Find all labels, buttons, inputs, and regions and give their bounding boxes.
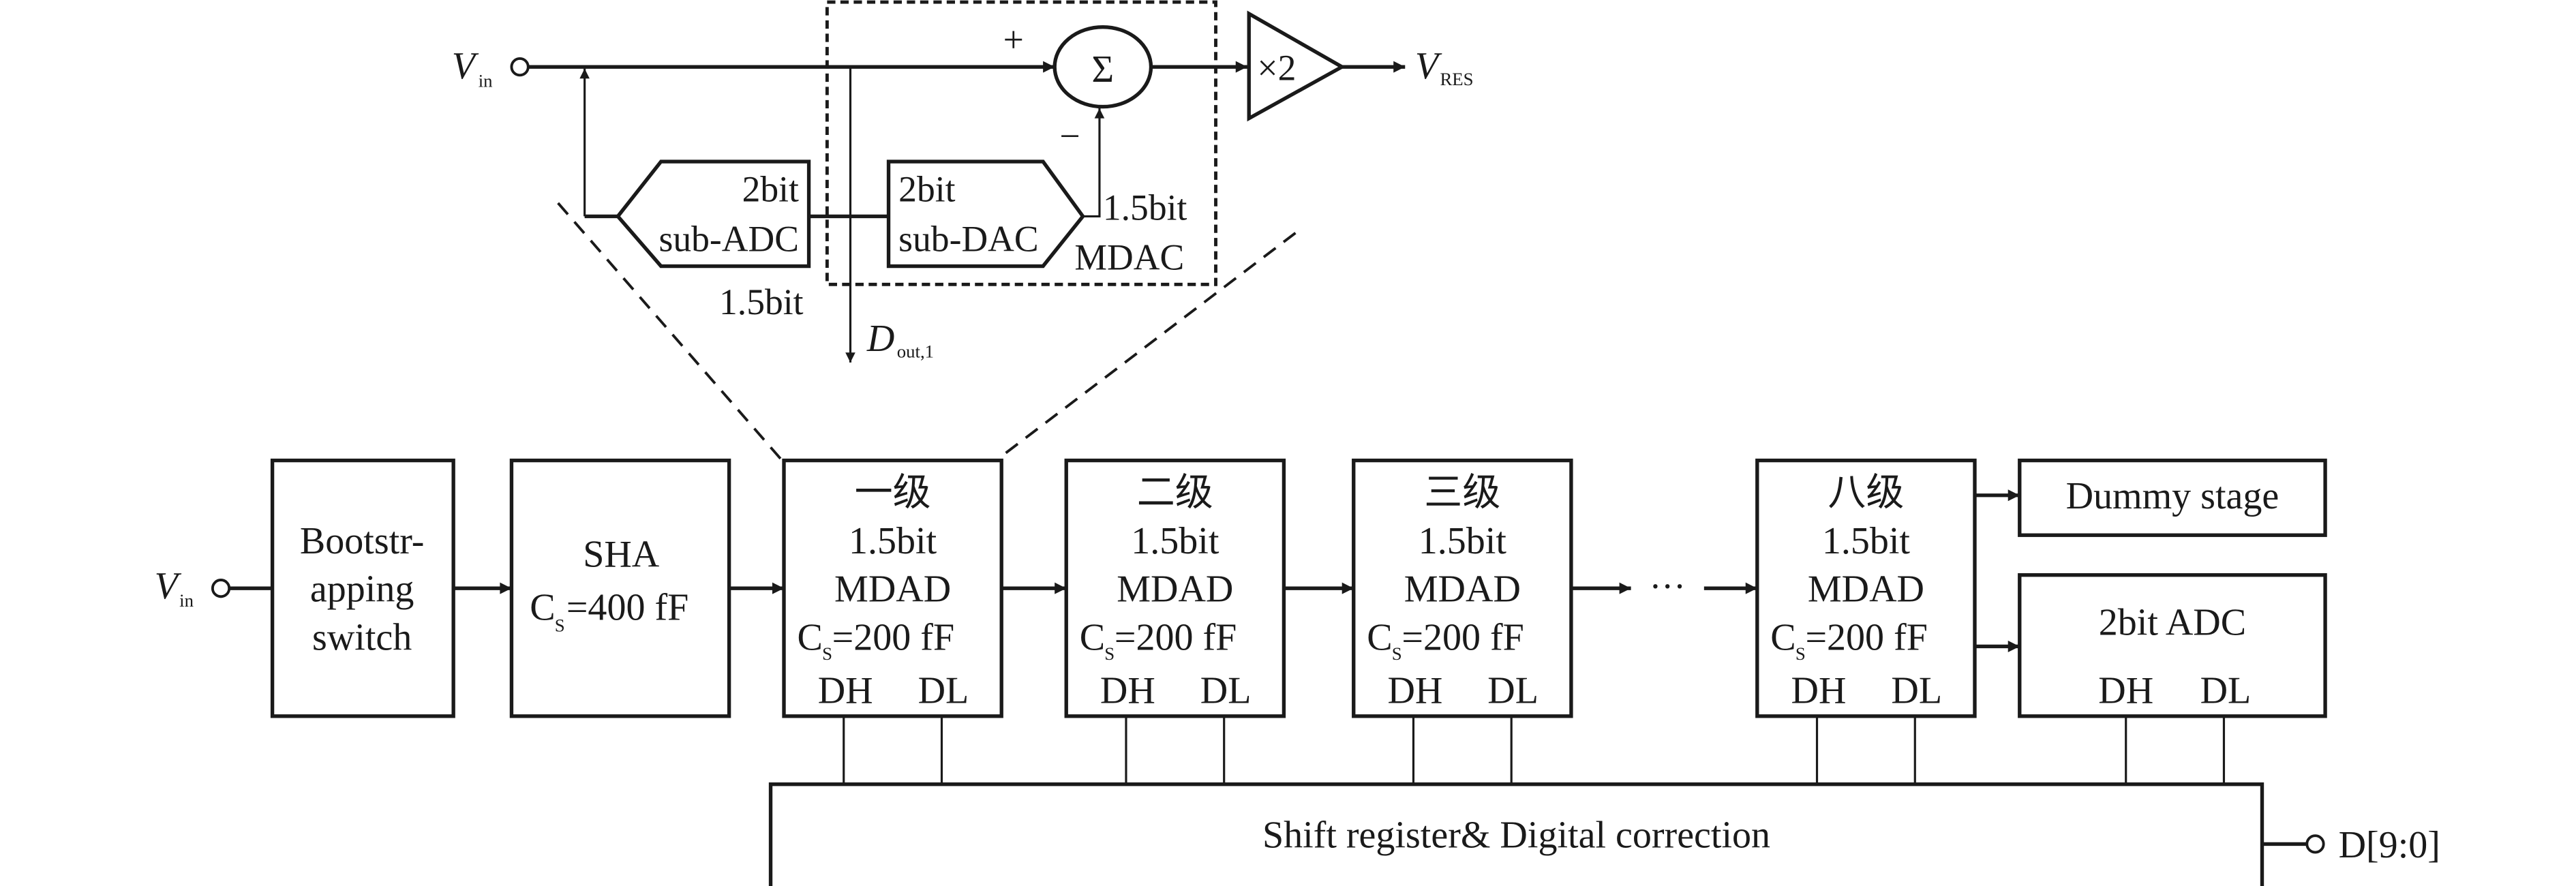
- stage-cap-main: C: [1770, 616, 1795, 658]
- sub-adc-line1: 2bit: [742, 168, 799, 209]
- mdac-label-line1: 1.5bit: [1103, 187, 1187, 228]
- correction-label: Shift register& Digital correction: [1262, 814, 1770, 856]
- dout-label: D: [866, 318, 894, 360]
- zoom-line-right: [997, 232, 1297, 460]
- mdac-detail: V in + Σ − ×2 V RES 2bit sub-ADC 2bit su…: [452, 0, 1474, 460]
- detail-vin-sub: in: [479, 70, 493, 91]
- mdac-label-line2: MDAC: [1074, 236, 1184, 277]
- stage-cap-sub: S: [1392, 643, 1402, 664]
- bootstrap-line2: apping: [310, 568, 414, 611]
- sub-dac-line2: sub-DAC: [898, 219, 1038, 260]
- final-adc-label: 2bit ADC: [2099, 601, 2246, 643]
- stage-dl-label: DL: [918, 669, 969, 712]
- sha-cap-main: C: [530, 586, 555, 628]
- stage-block: [1352, 458, 1573, 718]
- stage-cap-main: C: [1080, 616, 1105, 658]
- stage-dh-label: DH: [1791, 669, 1847, 712]
- correction-block: [768, 782, 2264, 886]
- stage-name: 二级: [1137, 472, 1213, 514]
- stage-name: 三级: [1424, 472, 1500, 514]
- final-adc-dl: DL: [2200, 669, 2252, 712]
- pipeline-vin-sub: in: [179, 590, 194, 611]
- vres-label: V: [1415, 45, 1442, 87]
- detail-vin-label: V: [452, 45, 479, 87]
- stage-bits: 1.5bit: [1822, 520, 1911, 562]
- dac-to-summer-wire: [1082, 108, 1105, 218]
- sha-label: SHA: [583, 534, 660, 576]
- dout-sub: out,1: [897, 341, 934, 362]
- stage-type: MDAD: [1117, 568, 1233, 611]
- stage-dl-label: DL: [1487, 669, 1539, 712]
- stage-dh-label: DH: [1100, 669, 1155, 712]
- detail-input-terminal: [510, 57, 530, 77]
- bootstrap-line1: Bootstr-: [300, 520, 424, 562]
- stage-name: 一级: [855, 472, 931, 514]
- stage-block: [1064, 458, 1286, 718]
- sha-cap-value: =400 fF: [566, 586, 688, 628]
- stage-cap-main: C: [1367, 616, 1392, 658]
- gain-amplifier: [1247, 10, 1346, 122]
- stage-cap-sub: S: [1104, 643, 1115, 664]
- final-adc-dh: DH: [2098, 669, 2153, 712]
- stage-block: [1755, 458, 1977, 718]
- gain-label: ×2: [1257, 48, 1296, 89]
- pipeline-vin-label: V: [155, 565, 182, 607]
- stage-dh-label: DH: [1387, 669, 1442, 712]
- stage-type: MDAD: [834, 568, 951, 611]
- stage-cap-sub: S: [1795, 643, 1806, 664]
- stage-cap-sub: S: [822, 643, 832, 664]
- bootstrap-line3: switch: [312, 616, 412, 658]
- adc-bits-label: 1.5bit: [719, 281, 804, 322]
- dummy-stage-label: Dummy stage: [2066, 475, 2279, 517]
- stage-type: MDAD: [1808, 568, 1924, 611]
- stage-cap-value: =200 fF: [1115, 616, 1237, 658]
- sha-cap-sub: S: [555, 615, 565, 636]
- stage-dh-label: DH: [818, 669, 873, 712]
- stage-dl-label: DL: [1891, 669, 1942, 712]
- stage-bits: 1.5bit: [1131, 520, 1219, 562]
- stage-type: MDAD: [1404, 568, 1521, 611]
- stage-cap-value: =200 fF: [832, 616, 954, 658]
- minus-sign: −: [1059, 116, 1080, 157]
- output-terminal: [2305, 834, 2325, 854]
- summer-symbol: Σ: [1092, 48, 1115, 91]
- vres-sub: RES: [1440, 69, 1473, 89]
- stage-ellipsis: ···: [1649, 566, 1686, 607]
- sub-dac-block: [886, 159, 1085, 269]
- stage-cap-value: =200 fF: [1805, 616, 1927, 658]
- stage-cap-value: =200 fF: [1401, 616, 1524, 658]
- pipeline: V in Bootstr- apping switch SHA C S =400…: [155, 458, 2440, 886]
- stage-name: 八级: [1828, 472, 1904, 514]
- plus-sign: +: [1003, 19, 1024, 60]
- stage-bits: 1.5bit: [849, 520, 937, 562]
- dummy-stage-block: [2018, 458, 2327, 537]
- stage-bits: 1.5bit: [1419, 520, 1507, 562]
- output-label: D[9:0]: [2339, 824, 2440, 866]
- stage-cap-main: C: [798, 616, 823, 658]
- sub-dac-line1: 2bit: [898, 168, 955, 209]
- stage-block: [782, 458, 1003, 718]
- pipeline-input-terminal: [211, 579, 231, 598]
- sub-adc-block: [615, 159, 811, 269]
- stage-dl-label: DL: [1200, 669, 1252, 712]
- zoom-line-left: [557, 202, 782, 460]
- final-adc-block: [2018, 573, 2327, 718]
- mdac-boundary: [825, 0, 1217, 286]
- sub-adc-line2: sub-ADC: [658, 219, 798, 260]
- sha-block: [509, 458, 731, 718]
